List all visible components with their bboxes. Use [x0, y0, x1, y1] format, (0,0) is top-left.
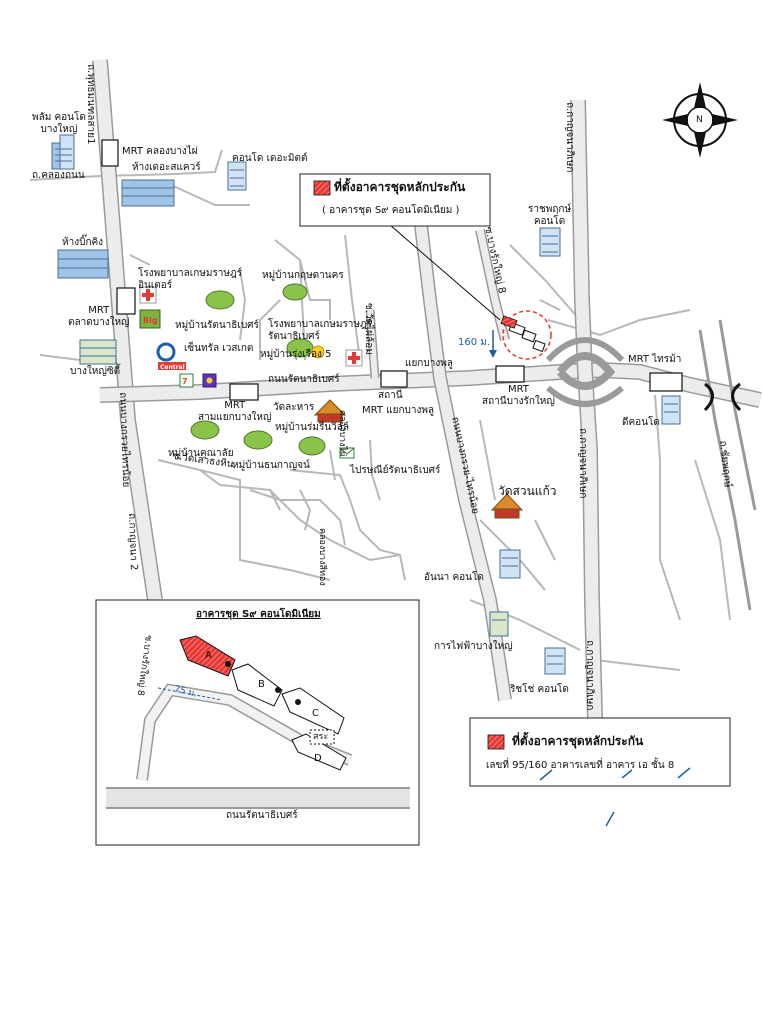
post-icon — [339, 447, 355, 459]
temple-icons — [313, 399, 524, 519]
legend-top-title: ที่ตั้งอาคารชุดหลักประกัน — [334, 180, 466, 194]
road-kanchanaphisek-top: ถ.กาญจนาภิเษก — [564, 102, 575, 173]
road-rattanathibet: ถนนรัตนาธิเบศร์ — [268, 374, 340, 385]
label-the-square: ห้างเดอะสแควร์ — [132, 162, 201, 173]
legend-bottom-box — [469, 717, 731, 787]
handwritten-marks — [539, 767, 691, 827]
label-distance-160: 160 ม. — [458, 337, 491, 348]
minor-roads — [29, 149, 731, 671]
inset-bldg-b: B — [258, 679, 265, 690]
legend-bottom-swatch — [487, 734, 505, 750]
label-richie-condo: ริชโช่ คอนโด — [510, 684, 569, 695]
pointer-line — [389, 224, 501, 321]
road-kanchanaphisek-right: ถ.กาญจนาภิเษก — [577, 428, 588, 499]
svg-text:Big: Big — [143, 316, 158, 325]
road-kanchanaphisek-bottom: ถ.กาญจนาภิเษก — [584, 640, 595, 711]
legend-top-box — [299, 173, 491, 227]
label-kasemrad-2: โรงพยาบาลเกษมราษฎร์ รัตนาธิเบศร์ — [268, 319, 373, 342]
inset-buildings — [179, 635, 347, 771]
label-moo-ban-thana: หมู่บ้านธนกาญจน์ — [232, 460, 310, 471]
label-wat-suan-kaew: วัดสวนแก้ว — [498, 484, 557, 498]
mrt-boxes — [101, 139, 683, 401]
label-mrt-yaek-bang-phlu: MRT แยกบางพลู — [362, 405, 435, 416]
village-icons — [190, 283, 326, 456]
label-mrt-khlong-bang-phai: MRT คลองบางไผ่ — [122, 146, 198, 157]
inset-bldg-d: D — [314, 753, 322, 764]
legend-bottom-detail: เลขที่ 95/160 อาคารเลขที่ อาคาร เอ ชั้น … — [486, 760, 675, 771]
label-moo-ban-ruam: หมู่บ้านร่มรื่นวิลล์ — [275, 422, 350, 433]
label-moo-ban-rattana: หมู่บ้านรัตนาธิเบศร์ — [175, 320, 259, 331]
label-big-king: ห้างบิ๊กคิง — [62, 237, 104, 248]
label-moo-ban-rungruang: หมู่บ้านรุ่งเรือง 5 — [260, 349, 332, 360]
label-palm-condo: พลัม คอนโด บางใหญ่ — [32, 112, 86, 135]
label-moo-ban-khun: หมู่บ้านคุณาลัย — [168, 448, 234, 459]
compass-n: N — [696, 115, 703, 125]
road-khlong-thanon: ถ.คลองถนน — [32, 170, 85, 181]
label-mrt-sam-yaek: MRT สามแยกบางใหญ่ — [198, 400, 272, 423]
hospital-icons — [139, 286, 363, 367]
label-wat-la-mo: วัดละหาร — [273, 402, 315, 413]
label-kasemrad-1: โรงพยาบาลเกษมราษฎร์ อินเตอร์ — [138, 268, 243, 291]
target-bldg-a — [500, 315, 518, 329]
post-icon-flap — [339, 447, 355, 455]
label-annana-condo: อันนา คอนโด — [424, 572, 484, 583]
label-central-westgate: เซ็นทรัล เวสเกต — [184, 343, 254, 354]
road-kanchana-2: ถ.กาญจนา 2 — [126, 513, 139, 571]
compass-icon — [662, 82, 738, 158]
inset-pool: สระ — [313, 732, 329, 742]
svg-text:7: 7 — [182, 377, 188, 386]
label-post-office: ไปรษณีย์รัตนาธิเบศร์ — [350, 465, 441, 476]
label-bangyai-city: บางใหญ่ซิตี้ — [70, 366, 121, 377]
label-mrt-talad-bangyai: MRT ตลาดบางใหญ่ — [68, 305, 130, 328]
road-khlong-bang-sue: คลองบางสีทอง — [317, 528, 327, 586]
legend-bottom-title: ที่ตั้งอาคารชุดหลักประกัน — [512, 734, 644, 748]
label-pea-bangyai: การไฟฟ้าบางใหญ่ — [434, 641, 513, 652]
inset-title: อาคารชุด S๙ คอนโดมิเนียม — [196, 609, 321, 620]
inset-road-bottom: ถนนรัตนาธิเบศร์ — [226, 810, 298, 821]
inset-roads — [106, 683, 410, 809]
inset-bldg-c: C — [312, 708, 319, 719]
svg-text:Central: Central — [160, 364, 185, 371]
building-icons — [51, 134, 681, 675]
label-ratchaphruek-condo: ราชพฤกษ์ คอนโด — [528, 204, 572, 227]
label-yaek-bang-phlu: แยกบางพลู — [405, 358, 453, 369]
target-buildings — [508, 322, 546, 353]
label-station-small: สถานี — [378, 390, 403, 401]
inset-bldg-a: A — [205, 650, 212, 661]
label-mrt-bang-rak-yai: MRT สถานีบางรักใหญ่ — [482, 384, 555, 407]
label-d-condo: ดีคอนโด — [622, 417, 660, 428]
label-moo-ban-krisada: หมู่บ้านกฤษดานคร — [262, 270, 344, 281]
target-circle — [502, 310, 552, 360]
store-icons: Big Central 7 — [139, 309, 325, 388]
label-mrt-sai-ma: MRT ไทรม้า — [628, 354, 682, 365]
legend-top-subtitle: ( อาคารชุด S๙ คอนโดมิเนียม ) — [322, 205, 460, 216]
label-the-mitt: คอนโด เดอะมิตต์ — [232, 153, 308, 164]
legend-top-swatch — [313, 180, 331, 196]
